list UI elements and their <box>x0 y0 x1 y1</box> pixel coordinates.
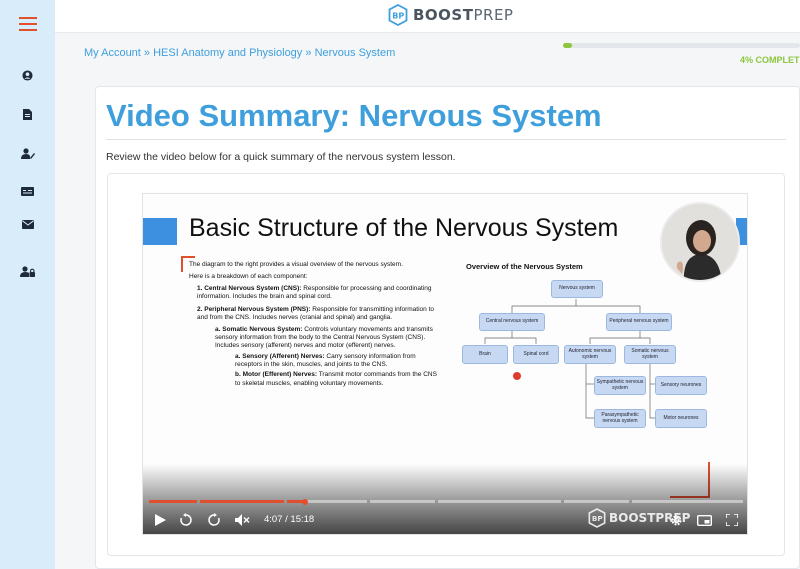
boostprep-logo[interactable]: BP BOOSTPREP <box>388 4 513 26</box>
slide-breakdown: Here is a breakdown of each component: <box>189 273 308 281</box>
volume-muted-icon <box>234 514 249 526</box>
presenter-webcam <box>660 202 740 282</box>
mail-icon[interactable] <box>0 211 55 237</box>
breadcrumb-my-account[interactable]: My Account <box>84 47 141 59</box>
breadcrumb-nervous-system[interactable]: Nervous System <box>314 47 396 59</box>
cursor-dot <box>513 372 521 380</box>
page-title: Video Summary: Nervous System <box>106 98 602 133</box>
node-autonomic: Autonomic nervous system <box>564 345 616 364</box>
slide-accent-bar-right <box>736 218 747 245</box>
svg-text:BP: BP <box>392 12 404 21</box>
slide-item-cns: 1. Central Nervous System (CNS): Respons… <box>197 285 432 301</box>
miniplayer-icon <box>696 514 712 526</box>
slide-item-somatic: a. Somatic Nervous System: Controls volu… <box>215 325 433 349</box>
mute-button[interactable] <box>231 508 253 532</box>
annotation-mark <box>181 256 195 272</box>
slide-intro: The diagram to the right provides a visu… <box>189 261 403 268</box>
play-icon <box>154 514 166 526</box>
page-intro: Review the video below for a quick summa… <box>106 151 456 163</box>
node-sensory-neurones: Sensory neurones <box>655 376 707 395</box>
node-sympathetic: Sympathetic nervous system <box>594 376 646 395</box>
node-brain: Brain <box>462 345 508 364</box>
slide-item-pns: 2. Peripheral Nervous System (PNS): Resp… <box>197 305 435 321</box>
forward-icon <box>208 513 220 526</box>
slide-body: The diagram to the right provides a visu… <box>189 261 444 390</box>
logo-wordmark: BOOSTPREP <box>413 6 514 24</box>
diagram-title: Overview of the Nervous System <box>466 262 583 271</box>
progress-fill <box>563 43 573 48</box>
time-display: 4:07 / 15:18 <box>264 514 315 525</box>
forward-button[interactable] <box>203 508 225 532</box>
player-watermark: BP BOOSTPREP <box>588 508 690 528</box>
user-lock-icon[interactable] <box>0 258 55 284</box>
seek-bar[interactable] <box>149 500 743 504</box>
node-pns: Peripheral nervous system <box>606 313 672 331</box>
user-icon[interactable] <box>0 62 55 88</box>
node-spinal-cord: Spinal cord <box>513 345 559 364</box>
fullscreen-icon <box>726 514 738 526</box>
hamburger-menu-icon[interactable] <box>0 11 55 37</box>
breadcrumb: My Account » HESI Anatomy and Physiology… <box>84 47 395 59</box>
rewind-button[interactable] <box>175 508 197 532</box>
rewind-icon <box>180 513 192 526</box>
boostprep-logo-icon: BP <box>388 4 408 26</box>
slide-accent-bar <box>143 218 177 245</box>
user-edit-icon[interactable] <box>0 140 55 166</box>
breadcrumb-separator: » <box>143 47 151 59</box>
billing-icon[interactable] <box>0 178 55 204</box>
breadcrumb-hesi-anatomy[interactable]: HESI Anatomy and Physiology <box>153 47 303 59</box>
miniplayer-button[interactable] <box>693 508 715 532</box>
svg-text:BP: BP <box>592 514 603 523</box>
breadcrumb-separator: » <box>305 47 312 59</box>
slide-item-motor: b. Motor (Efferent) Nerves: Transmit mot… <box>235 371 437 387</box>
slide-item-sensory: a. Sensory (Afferent) Nerves: Carry sens… <box>235 353 416 369</box>
top-bar: BP BOOSTPREP <box>55 0 800 33</box>
node-motor-neurones: Motor neurones <box>655 409 707 428</box>
gear-icon <box>670 514 682 526</box>
play-button[interactable] <box>149 508 171 532</box>
watermark-logo-icon: BP <box>588 508 606 528</box>
document-icon[interactable] <box>0 101 55 127</box>
node-parasympathetic: Parasympathetic nervous system <box>594 409 646 428</box>
video-player[interactable]: Basic Structure of the Nervous System Th… <box>142 193 748 535</box>
node-nervous-system: Nervous system <box>551 280 603 298</box>
slide-title: Basic Structure of the Nervous System <box>189 214 619 242</box>
fullscreen-button[interactable] <box>721 508 743 532</box>
title-divider <box>106 139 786 140</box>
sidebar <box>0 0 55 569</box>
seek-knob[interactable] <box>302 499 308 505</box>
progress-bar <box>563 43 800 48</box>
node-cns: Central nervous system <box>479 313 545 331</box>
settings-button[interactable] <box>665 508 687 532</box>
node-somatic: Somatic nervous system <box>624 345 676 364</box>
progress-label: 4% COMPLETE <box>740 55 800 65</box>
